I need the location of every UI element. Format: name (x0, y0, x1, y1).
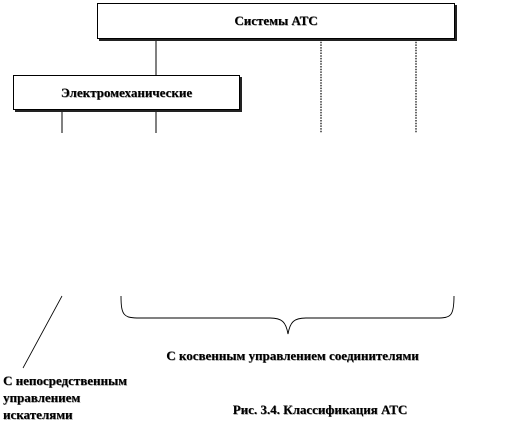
node-electromechanical-label: Электромеханические (60, 84, 193, 100)
label-indirect-control: С косвенным управлением соединителями (166, 348, 419, 363)
node-atc-systems-label: Системы АТС (234, 13, 318, 28)
node-atc-systems: Системы АТС (97, 3, 455, 39)
brace-indirect-control (120, 295, 455, 335)
label-direct-control-line1: С непосредственным (3, 373, 127, 388)
pointer-direct-control (22, 295, 63, 369)
label-direct-control-line3: искателями (3, 407, 73, 422)
node-electromechanical: Электромеханические (13, 75, 240, 110)
label-direct-control: С непосредственным управлением искателям… (3, 372, 173, 423)
figure-caption: Рис. 3.4. Классификация АТС (232, 402, 408, 417)
label-direct-control-line2: управлением (3, 390, 81, 405)
